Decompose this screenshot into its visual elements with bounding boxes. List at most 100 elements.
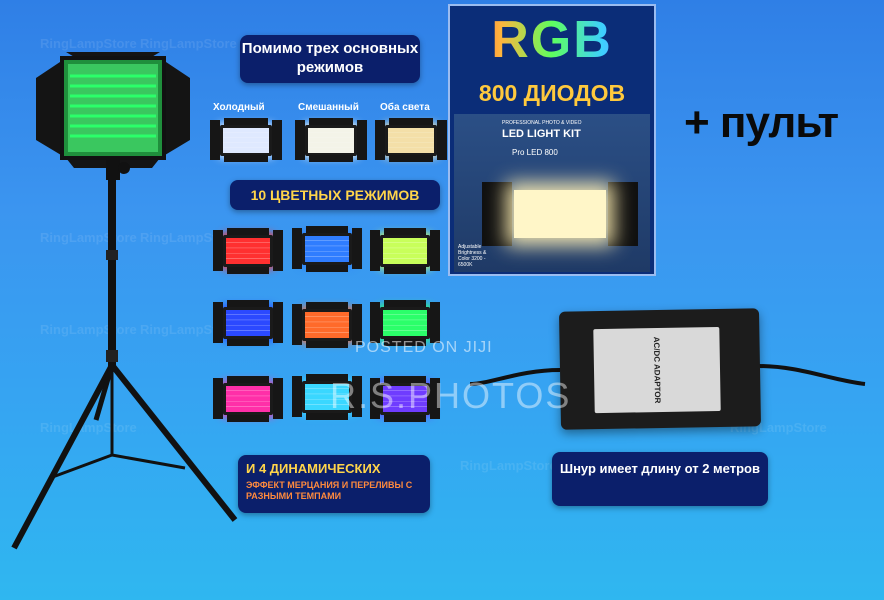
- kit-barn-door-left: [482, 182, 512, 246]
- barn-door-left: [292, 228, 302, 269]
- dynamic-modes-title: И 4 ДИНАМИЧЕСКИХ: [246, 461, 381, 476]
- barn-door-left: [370, 230, 380, 271]
- panel-body: [223, 383, 273, 415]
- barn-door-top: [384, 228, 426, 235]
- barn-door-top: [306, 374, 348, 381]
- barn-door-right: [352, 228, 362, 269]
- panel-body: [302, 309, 352, 341]
- light-panel-orange: [292, 302, 362, 348]
- barn-door-right: [430, 302, 440, 343]
- color-modes-title: 10 ЦВЕТНЫХ РЕЖИМОВ: [230, 180, 440, 210]
- panel-body: [302, 233, 352, 265]
- barn-door-left: [210, 120, 220, 160]
- panel-body: [305, 125, 357, 156]
- power-adapter: AC/DC ADAPTOR: [558, 308, 762, 430]
- store-watermark: RingLampStore: [140, 230, 237, 245]
- mode-label-both: Оба света: [380, 102, 430, 113]
- barn-door-top: [227, 228, 269, 235]
- rgb-heading: RGB: [450, 10, 654, 70]
- barn-door-right: [273, 378, 283, 419]
- watermark-seller: R.S.PHOTOS: [330, 375, 572, 416]
- modes-title: Помимо трех основных режимов: [240, 35, 420, 83]
- barn-door-bottom: [227, 415, 269, 422]
- barn-door-right: [273, 230, 283, 271]
- barn-door-bottom: [227, 339, 269, 346]
- light-panel-indigo: [213, 300, 283, 346]
- mode-label-mixed: Смешанный: [298, 102, 359, 113]
- light-panel-red: [213, 228, 283, 274]
- light-panel-cold: [210, 118, 282, 162]
- barn-door-top: [389, 118, 433, 125]
- barn-door-left: [36, 58, 66, 158]
- barn-door-top: [306, 302, 348, 309]
- panel-body: [223, 235, 273, 267]
- panel-body: [380, 383, 430, 415]
- adapter-label: AC/DC ADAPTOR: [651, 336, 663, 404]
- barn-door-top: [309, 118, 353, 125]
- barn-door-bottom: [224, 155, 268, 162]
- barn-door-bottom: [384, 415, 426, 422]
- store-watermark: RingLampStore: [40, 36, 137, 51]
- panel-body: [220, 125, 272, 156]
- store-watermark: RingLampStore: [140, 322, 237, 337]
- barn-door-bottom: [309, 155, 353, 162]
- kit-package: PROFESSIONAL PHOTO & VIDEO LED LIGHT KIT…: [454, 114, 650, 272]
- barn-door-left: [295, 120, 305, 160]
- panel-body: [223, 307, 273, 339]
- cord-length-note: Шнур имеет длину от 2 метров: [552, 452, 768, 506]
- barn-door-left: [213, 378, 223, 419]
- barn-door-left: [292, 304, 302, 345]
- light-panel-magenta: [213, 376, 283, 422]
- panel-body: [380, 307, 430, 339]
- stand-pole: [108, 178, 116, 368]
- tripod-light-stand: [11, 52, 238, 550]
- kit-barn-door-right: [608, 182, 638, 246]
- store-watermark: RingLampStore: [140, 36, 237, 51]
- light-panel-yellow-green: [370, 228, 440, 274]
- diodes-count: 800 ДИОДОВ: [478, 80, 626, 106]
- barn-door-top: [224, 118, 268, 125]
- light-panel-blue: [292, 226, 362, 272]
- store-watermark: RingLampStore: [460, 458, 557, 473]
- mode-label-cold: Холодный: [213, 102, 265, 113]
- barn-door-bottom: [306, 341, 348, 348]
- barn-door-left: [213, 302, 223, 343]
- panel-body: [380, 235, 430, 267]
- kit-title: LED LIGHT KIT: [502, 128, 581, 140]
- led-rows: [70, 74, 156, 138]
- panel-body: [385, 125, 437, 156]
- barn-door-right: [352, 376, 362, 417]
- barn-door-left: [375, 120, 385, 160]
- barn-door-top: [384, 376, 426, 383]
- barn-door-right: [273, 302, 283, 343]
- barn-door-top: [306, 226, 348, 233]
- tripod-leg-left: [11, 363, 115, 550]
- barn-door-bottom: [306, 413, 348, 420]
- barn-door-right: [160, 58, 190, 158]
- rgb-product-box: RGB 800 ДИОДОВ PROFESSIONAL PHOTO & VIDE…: [448, 4, 656, 276]
- barn-door-left: [370, 302, 380, 343]
- dynamic-modes-box: И 4 ДИНАМИЧЕСКИХ ЭФФЕКТ МЕРЦАНИЯ И ПЕРЕЛ…: [238, 455, 430, 513]
- barn-door-left: [292, 376, 302, 417]
- barn-door-bottom: [227, 267, 269, 274]
- adapter-cords: [469, 364, 866, 386]
- tripod-leg-back: [93, 364, 115, 421]
- barn-door-right: [430, 230, 440, 271]
- barn-door-top: [227, 376, 269, 383]
- barn-door-top: [227, 300, 269, 307]
- light-panel-cyan: [292, 374, 362, 420]
- barn-door-bottom: [384, 267, 426, 274]
- barn-door-left: [370, 378, 380, 419]
- light-panel-mixed: [295, 118, 367, 162]
- kit-adjust-text: Adjustable Brightness & Color 3200 - 650…: [458, 244, 487, 268]
- barn-door-bottom: [384, 339, 426, 346]
- barn-door-right: [437, 120, 447, 160]
- barn-door-bottom: [306, 265, 348, 272]
- barn-door-left: [213, 230, 223, 271]
- barn-door-right: [357, 120, 367, 160]
- kit-model: Pro LED 800: [512, 148, 558, 157]
- barn-door-right: [272, 120, 282, 160]
- light-panel-violet: [370, 376, 440, 422]
- tripod-leg-right: [109, 363, 238, 522]
